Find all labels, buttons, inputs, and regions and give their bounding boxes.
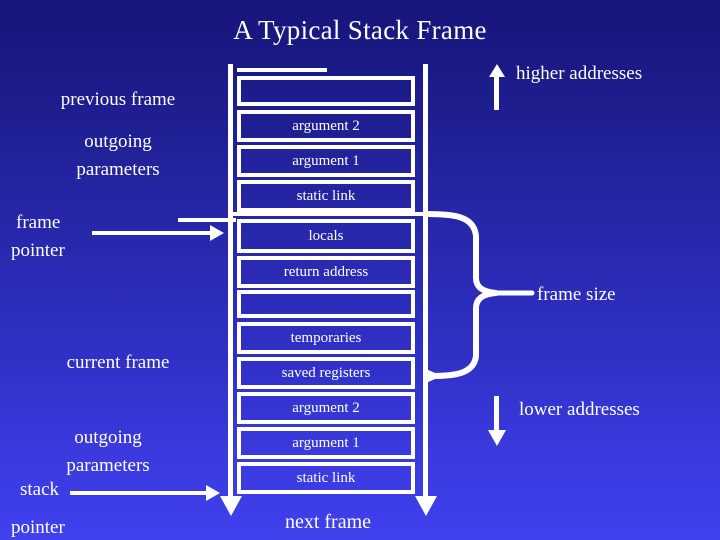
label-outgoing-lower-line1: outgoing — [74, 427, 142, 448]
lower-addresses-arrow-stem — [494, 396, 499, 432]
cell-static-link-lower: static link — [237, 462, 415, 494]
cell-argument-2-lower: argument 2 — [237, 392, 415, 424]
stack-rail-right — [423, 64, 428, 500]
cell-saved-registers: saved registers — [237, 357, 415, 389]
label-previous-frame: previous frame — [60, 89, 176, 110]
frame-size-brace-icon — [424, 211, 535, 383]
cell-argument-1-upper: argument 1 — [237, 145, 415, 177]
label-frame-pointer-line2: pointer — [11, 240, 65, 261]
label-frame-size: frame size — [537, 284, 616, 305]
stack-rail-left — [228, 64, 233, 500]
higher-addresses-arrow-icon — [489, 64, 505, 77]
lower-addresses-arrow-icon — [488, 430, 506, 446]
cell-static-link-upper: static link — [237, 180, 415, 212]
cell-temporaries: temporaries — [237, 322, 415, 354]
stack-pointer-leader-line — [70, 491, 216, 495]
frame-pointer-leader-line — [92, 231, 212, 235]
label-stack-pointer-line2: pointer — [11, 517, 65, 538]
cell-argument-2-upper: argument 2 — [237, 110, 415, 142]
label-frame-pointer-line1: frame — [16, 212, 61, 233]
cell-return-address: return address — [237, 256, 415, 288]
label-outgoing-lower-line2: parameters — [66, 455, 150, 476]
cell-empty-middle — [237, 290, 415, 318]
frame-pointer-arrowhead-icon — [210, 225, 224, 241]
label-lower-addresses: lower addresses — [519, 399, 640, 420]
stack-pointer-arrowhead-icon — [206, 485, 220, 501]
frame-pointer-top-rule — [178, 218, 236, 222]
label-stack-pointer-line1: stack — [20, 479, 60, 500]
label-higher-addresses: higher addresses — [516, 63, 643, 84]
cell-empty-top — [237, 76, 415, 106]
cell-argument-1-lower: argument 1 — [237, 427, 415, 459]
page-title: A Typical Stack Frame — [233, 15, 487, 45]
label-current-frame: current frame — [66, 352, 170, 373]
column-top-partial-rule — [237, 68, 327, 72]
frame-boundary-divider — [228, 212, 423, 216]
stack-rail-left-arrowhead-icon — [220, 496, 242, 516]
stack-rail-right-arrowhead-icon — [415, 496, 437, 516]
label-outgoing-upper-line1: outgoing — [84, 131, 152, 152]
label-next-frame: next frame — [284, 511, 372, 533]
higher-addresses-arrow-stem — [494, 75, 499, 110]
label-outgoing-upper-line2: parameters — [76, 159, 160, 180]
cell-locals: locals — [237, 219, 415, 253]
